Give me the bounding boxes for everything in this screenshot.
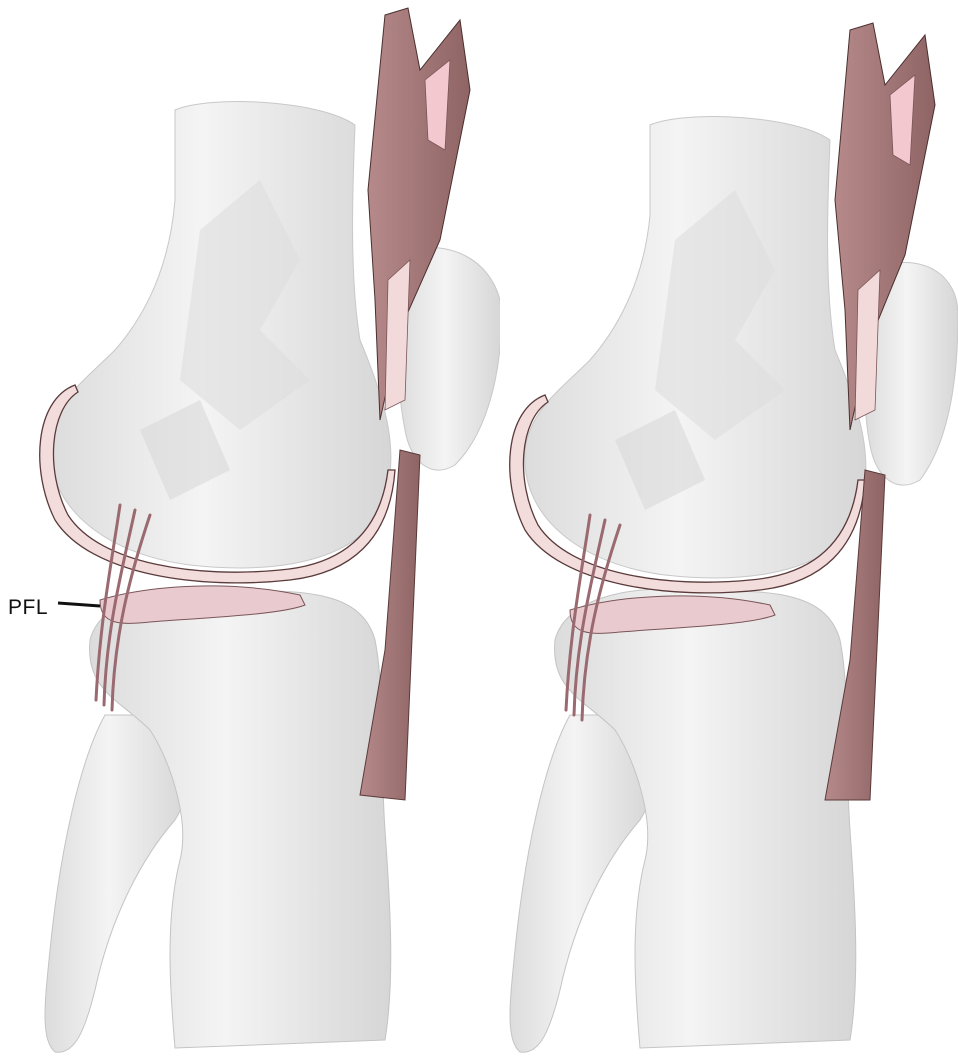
- knee-model-left: [0, 0, 500, 1059]
- knee-model-right: [480, 0, 958, 1059]
- pfl-label: PFL: [8, 596, 48, 620]
- fibula: [45, 715, 187, 1052]
- pfl-pointer: [58, 603, 100, 606]
- fibula: [510, 715, 652, 1052]
